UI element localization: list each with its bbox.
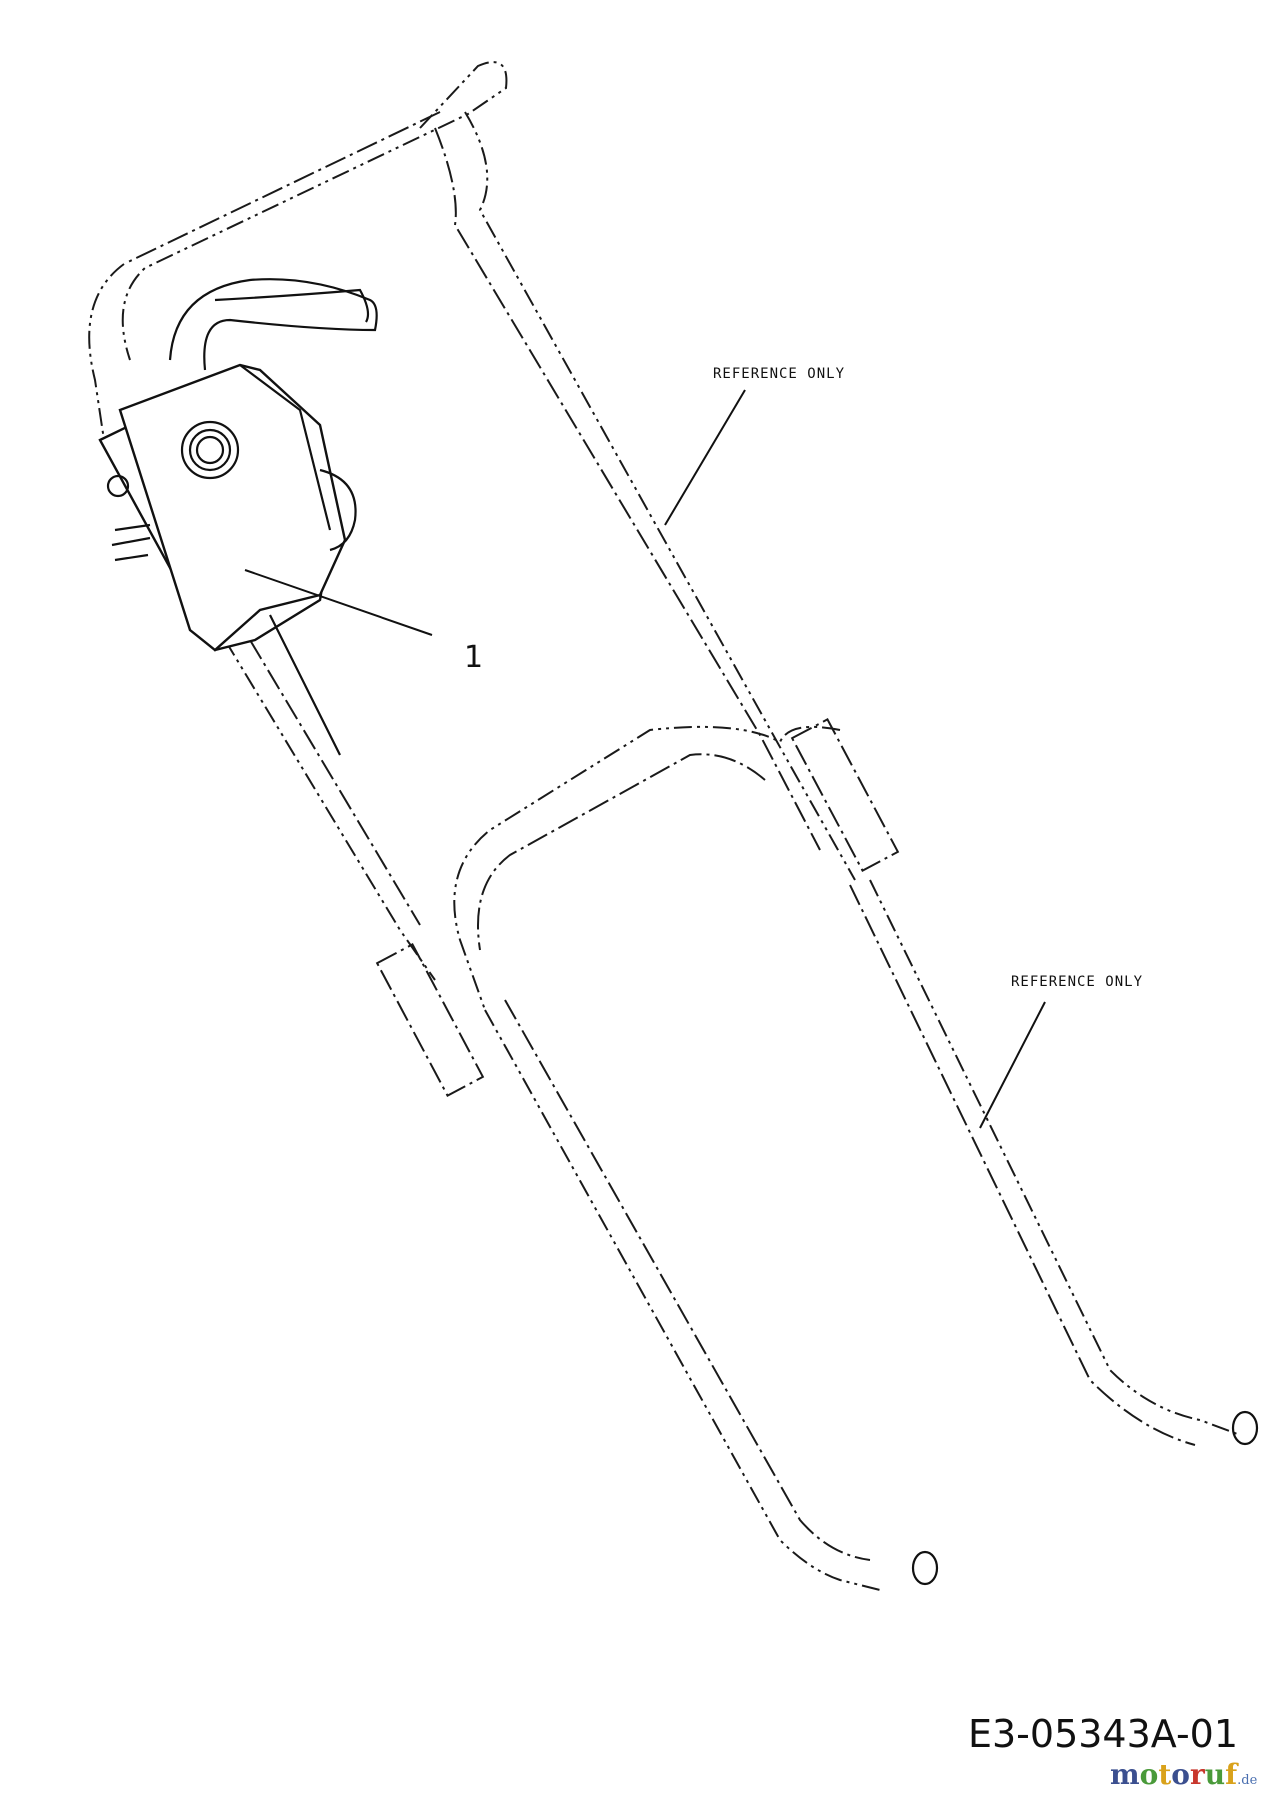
- leader-lower-reference: [979, 1001, 1046, 1129]
- logo-letter: o: [1139, 1758, 1159, 1791]
- upper-handle: [88, 61, 856, 981]
- leader-upper-reference: [664, 389, 746, 526]
- logo-letter: r: [1189, 1758, 1205, 1791]
- lower-handle: [375, 718, 1259, 1591]
- logo-letter: m: [1110, 1758, 1140, 1791]
- logo-letter: t: [1158, 1758, 1172, 1791]
- control-box: [98, 278, 378, 756]
- part-callout-1: 1: [464, 640, 484, 675]
- logo-letter: u: [1204, 1758, 1226, 1791]
- motoruf-logo: motoruf.de: [1110, 1758, 1257, 1791]
- reference-only-label-upper: REFERENCE ONLY: [713, 366, 846, 382]
- logo-tld: .de: [1237, 1773, 1258, 1788]
- leader-part-1: [244, 569, 433, 636]
- reference-only-label-lower: REFERENCE ONLY: [1011, 974, 1144, 990]
- logo-letter: f: [1225, 1758, 1238, 1791]
- logo-letter: o: [1171, 1758, 1190, 1791]
- drawing-number: E3-05343A-01: [968, 1712, 1239, 1756]
